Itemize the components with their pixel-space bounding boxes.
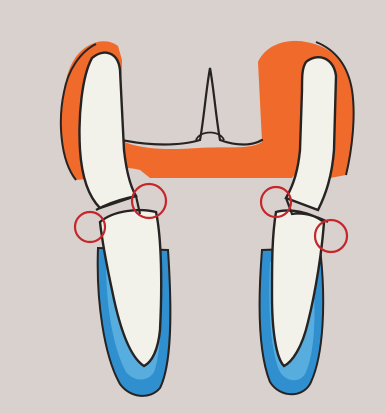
dental-bridge-illustration	[0, 0, 385, 414]
diagram-canvas	[0, 0, 385, 414]
